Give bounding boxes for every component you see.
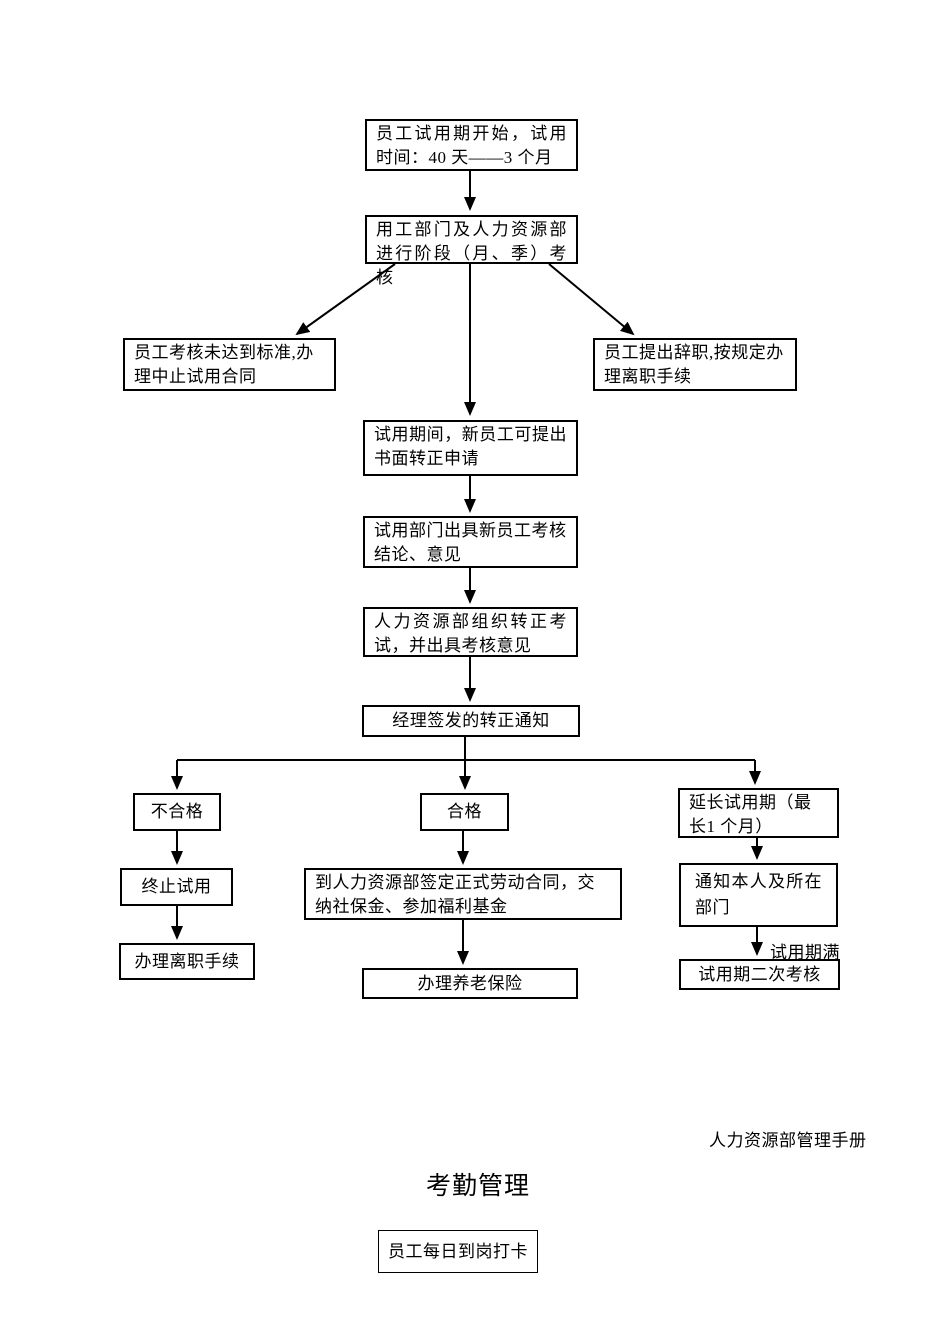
edge-label-probation-expiry: 试用期满: [770, 943, 840, 962]
flow-node-second-assessment: 试用期二次考核: [679, 959, 840, 990]
flow-node-notify-person: 通知本人及所在部门: [679, 863, 838, 927]
flow-node-resignation: 员工提出辞职,按规定办理离职手续: [593, 338, 797, 391]
flow-node-manager-notice: 经理签发的转正通知: [362, 705, 580, 737]
flow-node-below-standard: 员工考核未达到标准,办理中止试用合同: [123, 338, 336, 391]
flow-node-probation-start: 员工试用期开始，试用时间：40 天——3 个月: [365, 119, 578, 171]
flow-node-hr-exam: 人力资源部组织转正考试，并出具考核意见: [363, 607, 578, 657]
flow-node-pension-insurance: 办理养老保险: [362, 968, 578, 999]
flow-node-terminate-probation: 终止试用: [120, 868, 233, 906]
flow-node-dept-conclusion: 试用部门出具新员工考核结论、意见: [363, 516, 578, 568]
flow-node-stage-assessment: 用工部门及人力资源部进行阶段（月、季）考核: [365, 215, 578, 287]
flow-node-unqualified: 不合格: [133, 793, 221, 831]
footer-note: 人力资源部管理手册: [709, 1131, 867, 1150]
section-title: 考勤管理: [426, 1173, 531, 1200]
connector-assessment-to-resignation: [548, 263, 635, 336]
connector-assessment-to-below-standard: [295, 263, 396, 336]
flow-node-daily-punch: 员工每日到岗打卡: [378, 1230, 538, 1273]
flow-node-written-application: 试用期间，新员工可提出书面转正申请: [363, 420, 578, 476]
flow-node-qualified: 合格: [420, 793, 509, 831]
flow-node-leave-procedures: 办理离职手续: [119, 943, 255, 980]
flow-node-extend-probation: 延长试用期（最长1 个月）: [678, 788, 839, 838]
flow-node-sign-contract: 到人力资源部签定正式劳动合同，交纳社保金、参加福利基金: [304, 868, 622, 920]
